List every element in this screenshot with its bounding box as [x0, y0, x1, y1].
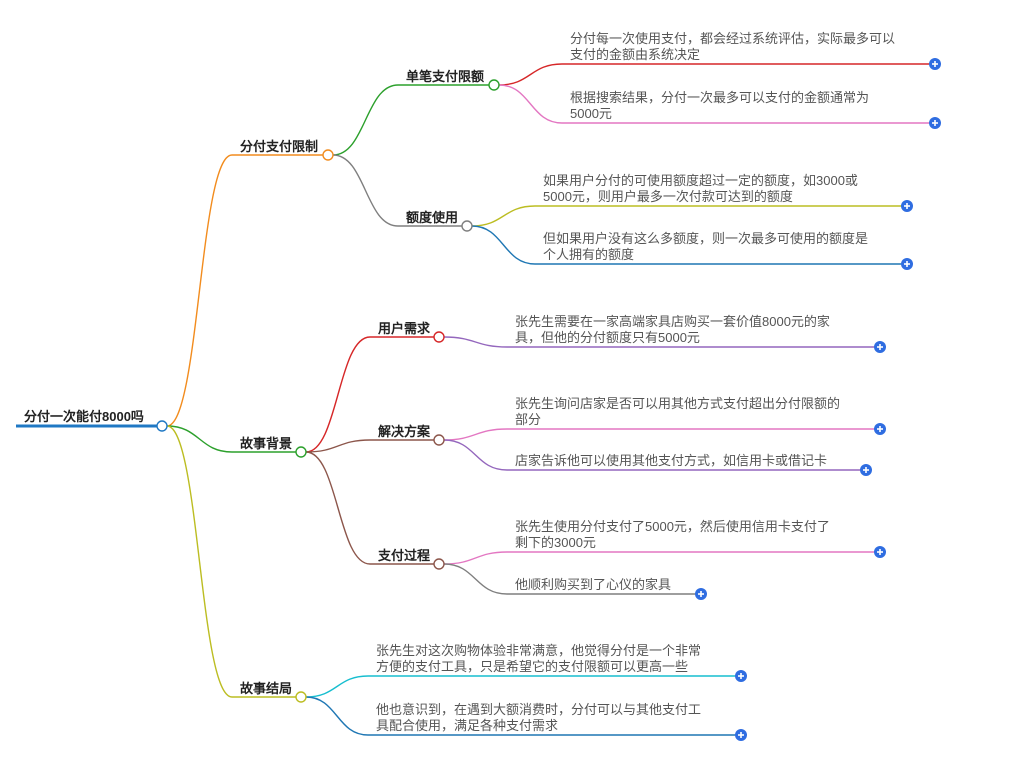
leaf-connector [498, 84, 563, 124]
subtopic: 用户需求 [377, 321, 431, 336]
leaf-text: 张先生需要在一家高端家具店购买一套价值8000元的家 [515, 314, 830, 329]
expand-plus-icon[interactable] [929, 58, 941, 70]
leaf-text: 个人拥有的额度 [543, 247, 634, 262]
expand-plus-icon[interactable] [874, 546, 886, 558]
expand-plus-icon[interactable] [874, 341, 886, 353]
subtopic-connector [332, 154, 399, 227]
branch-node[interactable] [295, 691, 307, 703]
root-node[interactable] [156, 420, 168, 432]
expand-plus-icon[interactable] [901, 258, 913, 270]
leaf-text: 具配合使用，满足各种支付需求 [376, 718, 558, 733]
leaf-text: 张先生使用分付支付了5000元，然后使用信用卡支付了 [515, 519, 830, 534]
subtopic-node[interactable] [461, 220, 473, 232]
subtopic: 解决方案 [377, 424, 431, 439]
expand-plus-icon[interactable] [860, 464, 872, 476]
leaf-text: 5000元 [570, 106, 612, 121]
leaf-text: 根据搜索结果，分付一次最多可以支付的金额通常为 [570, 90, 869, 105]
leaf-text: 但如果用户没有这么多额度，则一次最多可使用的额度是 [543, 231, 868, 246]
leaf-connector [443, 563, 508, 595]
leaf-connector [443, 439, 508, 471]
leaf-connector [443, 551, 508, 565]
subtopic-connector [305, 451, 371, 565]
leaf-text: 他也意识到，在遇到大额消费时，分付可以与其他支付工 [376, 702, 701, 717]
leaf-text: 张先生对这次购物体验非常满意，他觉得分付是一个非常 [376, 643, 701, 658]
leaf-text: 他顺利购买到了心仪的家具 [515, 577, 671, 592]
leaf-text: 方便的支付工具，只是希望它的支付限额可以更高一些 [376, 659, 688, 674]
subtopic: 单笔支付限额 [406, 69, 484, 84]
expand-plus-icon[interactable] [929, 117, 941, 129]
leaf-text: 支付的金额由系统决定 [570, 47, 700, 62]
expand-plus-icon[interactable] [735, 729, 747, 741]
leaf-text: 剩下的3000元 [515, 535, 596, 550]
leaf-connector [498, 63, 563, 86]
expand-plus-icon[interactable] [735, 670, 747, 682]
leaf-text: 如果用户分付的可使用额度超过一定的额度，如3000或 [543, 173, 858, 188]
expand-plus-icon[interactable] [901, 200, 913, 212]
branch-connector [166, 154, 233, 427]
subtopic-connector [305, 439, 371, 453]
leaf-text: 具，但他的分付额度只有5000元 [515, 330, 700, 345]
leaf-text: 部分 [515, 412, 541, 427]
leaf-connector [471, 205, 536, 227]
leaf-connector [443, 428, 508, 441]
leaf-text: 张先生询问店家是否可以用其他方式支付超出分付限额的 [515, 396, 840, 411]
leaf-connector [305, 675, 369, 698]
leaf-connector [305, 696, 369, 736]
leaf-connector [471, 225, 536, 265]
branch-node[interactable] [295, 446, 307, 458]
subtopic: 支付过程 [377, 548, 430, 563]
branch-connector [166, 425, 233, 453]
leaf-text: 分付每一次使用支付，都会经过系统评估，实际最多可以 [570, 31, 895, 46]
subtopic: 额度使用 [406, 210, 458, 225]
branch-topic: 故事背景 [240, 436, 292, 451]
leaf-text: 5000元，则用户最多一次付款可达到的额度 [543, 189, 793, 204]
subtopic-node[interactable] [488, 79, 500, 91]
branch-topic: 分付支付限制 [240, 139, 318, 154]
subtopic-node[interactable] [433, 331, 445, 343]
branch-node[interactable] [322, 149, 334, 161]
expand-plus-icon[interactable] [874, 423, 886, 435]
subtopic-node[interactable] [433, 558, 445, 570]
subtopic-node[interactable] [433, 434, 445, 446]
subtopic-connector [332, 84, 399, 156]
expand-plus-icon[interactable] [695, 588, 707, 600]
leaf-connector [443, 336, 508, 348]
root-topic: 分付一次能付8000吗 [24, 409, 144, 424]
leaf-text: 店家告诉他可以使用其他支付方式，如信用卡或借记卡 [515, 453, 827, 468]
branch-topic: 故事结局 [240, 681, 292, 696]
branch-connector [166, 425, 233, 698]
subtopic-connector [305, 336, 371, 453]
